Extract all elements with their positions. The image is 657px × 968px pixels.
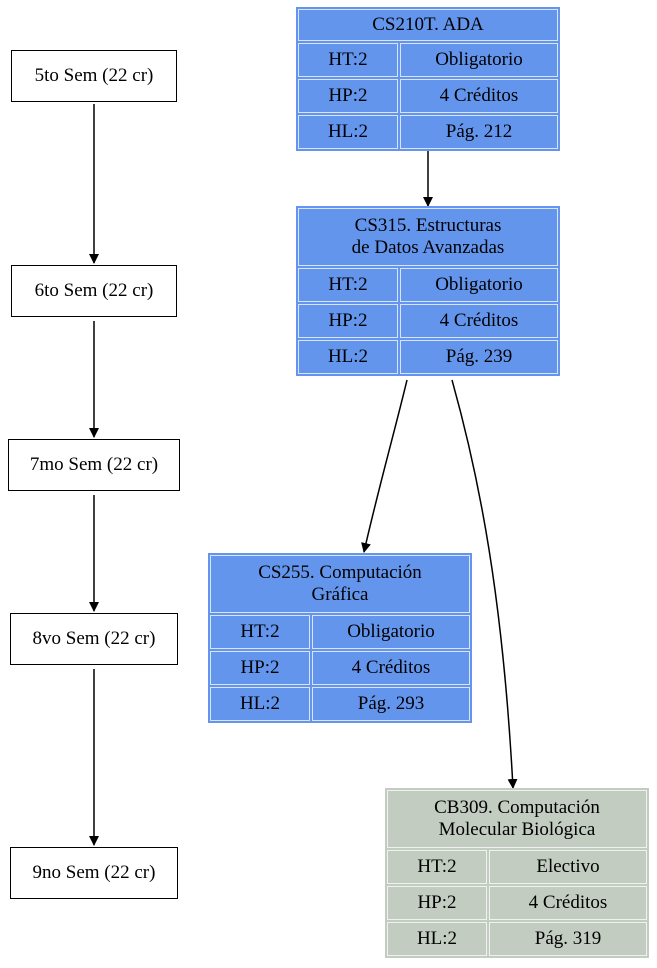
course-hours-practice: HP:2 [298, 79, 398, 113]
course-row: HL:2 Pág. 293 [210, 687, 470, 721]
semester-node-5: 5to Sem (22 cr) [11, 50, 177, 102]
course-credits: 4 Créditos [489, 886, 647, 920]
course-hours-practice: HP:2 [298, 304, 398, 338]
course-page: Pág. 212 [400, 115, 558, 149]
semester-label: 6to Sem (22 cr) [34, 280, 154, 301]
course-hours-lab: HL:2 [298, 115, 398, 149]
semester-node-9: 9no Sem (22 cr) [10, 847, 178, 899]
course-node-cs315: CS315. Estructuras de Datos Avanzadas HT… [296, 206, 560, 376]
course-hours-theory: HT:2 [387, 850, 487, 884]
course-hours-practice: HP:2 [210, 651, 310, 685]
course-hours-theory: HT:2 [298, 268, 398, 302]
semester-label: 9no Sem (22 cr) [32, 862, 156, 883]
semester-node-8: 8vo Sem (22 cr) [10, 613, 178, 665]
course-page: Pág. 293 [312, 687, 470, 721]
course-hours-lab: HL:2 [387, 922, 487, 956]
course-row: HT:2 Obligatorio [298, 43, 558, 77]
course-type: Obligatorio [400, 43, 558, 77]
course-title: CB309. Computación Molecular Biológica [387, 790, 647, 848]
course-row: HP:2 4 Créditos [298, 304, 558, 338]
course-node-cs255: CS255. Computación Gráfica HT:2 Obligato… [208, 553, 472, 723]
course-row: HL:2 Pág. 212 [298, 115, 558, 149]
course-credits: 4 Créditos [400, 304, 558, 338]
semester-label: 8vo Sem (22 cr) [32, 628, 156, 649]
course-row: HP:2 4 Créditos [387, 886, 647, 920]
course-hours-lab: HL:2 [210, 687, 310, 721]
course-row: HP:2 4 Créditos [210, 651, 470, 685]
course-hours-lab: HL:2 [298, 340, 398, 374]
course-hours-practice: HP:2 [387, 886, 487, 920]
course-row: HL:2 Pág. 319 [387, 922, 647, 956]
course-page: Pág. 319 [489, 922, 647, 956]
course-hours-theory: HT:2 [298, 43, 398, 77]
course-type: Obligatorio [400, 268, 558, 302]
edge-cs315-cs255 [361, 379, 408, 553]
course-title: CS255. Computación Gráfica [210, 555, 470, 613]
course-type: Obligatorio [312, 615, 470, 649]
course-row: HP:2 4 Créditos [298, 79, 558, 113]
course-row: HT:2 Obligatorio [298, 268, 558, 302]
course-credits: 4 Créditos [312, 651, 470, 685]
course-title: CS315. Estructuras de Datos Avanzadas [298, 208, 558, 266]
semester-node-7: 7mo Sem (22 cr) [8, 439, 180, 491]
course-row: HL:2 Pág. 239 [298, 340, 558, 374]
course-row: HT:2 Electivo [387, 850, 647, 884]
course-type: Electivo [489, 850, 647, 884]
course-node-cb309: CB309. Computación Molecular Biológica H… [385, 788, 649, 958]
course-credits: 4 Créditos [400, 79, 558, 113]
semester-label: 5to Sem (22 cr) [34, 65, 154, 86]
semester-label: 7mo Sem (22 cr) [29, 454, 159, 475]
edge-cs315-cb309 [451, 379, 518, 789]
course-hours-theory: HT:2 [210, 615, 310, 649]
course-page: Pág. 239 [400, 340, 558, 374]
semester-node-6: 6to Sem (22 cr) [11, 265, 177, 317]
course-row: HT:2 Obligatorio [210, 615, 470, 649]
course-title: CS210T. ADA [298, 9, 558, 41]
course-node-cs210t: CS210T. ADA HT:2 Obligatorio HP:2 4 Créd… [296, 7, 560, 151]
